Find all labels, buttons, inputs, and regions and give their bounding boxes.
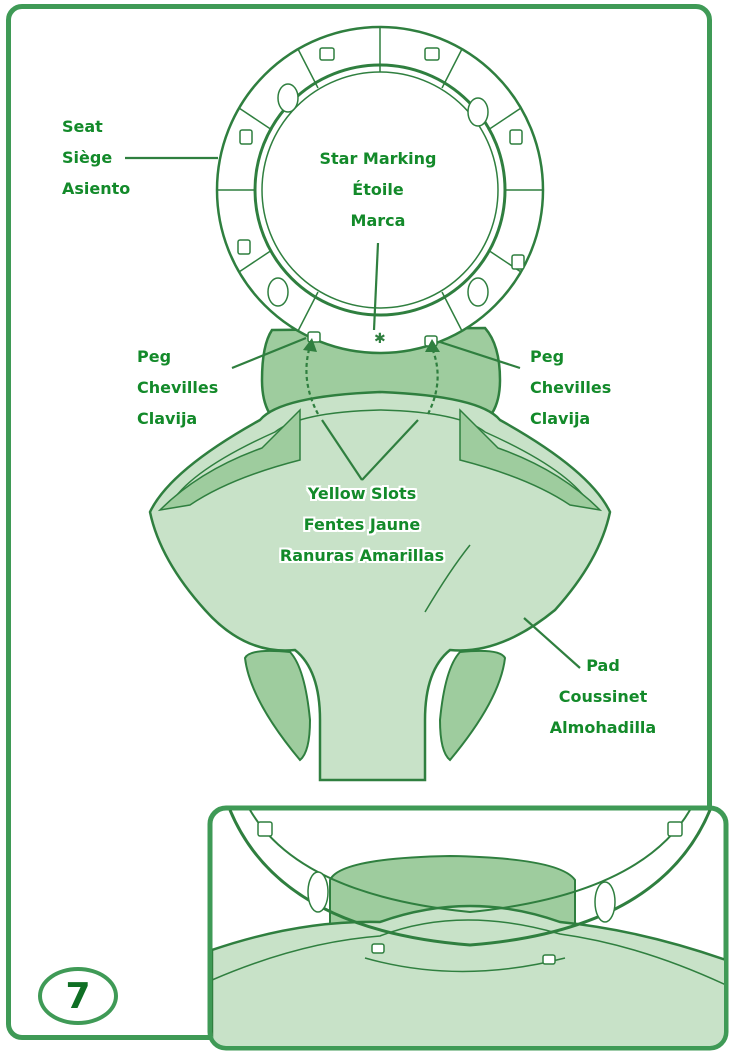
- inset-clip-left: [258, 822, 272, 836]
- pad-label-es: Almohadilla: [537, 718, 669, 738]
- star-marking-label: Star Marking Étoile Marca: [318, 149, 438, 231]
- peg-left-label-fr: Chevilles: [137, 378, 218, 398]
- leg-hole-left: [245, 651, 310, 760]
- star-marking-label-fr: Étoile: [318, 180, 438, 200]
- star-marking-icon: ✱: [374, 331, 386, 347]
- inset-knob-left: [308, 872, 328, 912]
- peg-left-label: Peg Chevilles Clavija: [137, 347, 218, 429]
- inset-panel: [210, 808, 726, 1048]
- peg-right-label-en: Peg: [530, 347, 611, 367]
- step-number: 7: [65, 976, 90, 1017]
- peg-right-label-es: Clavija: [530, 409, 611, 429]
- yellow-slots-label-fr: Fentes Jaune: [262, 515, 462, 535]
- seat-label-en: Seat: [62, 117, 130, 137]
- peg-left-label-en: Peg: [137, 347, 218, 367]
- step-number-badge: 7: [38, 967, 118, 1025]
- peg-left-shape: [308, 332, 320, 342]
- yellow-slots-label-es: Ranuras Amarillas: [262, 546, 462, 566]
- peg-left-label-es: Clavija: [137, 409, 218, 429]
- seat-label-es: Asiento: [62, 179, 130, 199]
- seat-label-fr: Siège: [62, 148, 130, 168]
- peg-right-label: Peg Chevilles Clavija: [530, 347, 611, 429]
- star-marking-label-en: Star Marking: [318, 149, 438, 169]
- inset-clip-right: [668, 822, 682, 836]
- inset-peg-right: [543, 955, 555, 964]
- pad-label-fr: Coussinet: [537, 687, 669, 707]
- pad-label: Pad Coussinet Almohadilla: [537, 656, 669, 738]
- yellow-slots-label-en: Yellow Slots: [262, 484, 462, 504]
- inset-knob-right: [595, 882, 615, 922]
- pad-label-en: Pad: [537, 656, 669, 676]
- peg-right-label-fr: Chevilles: [530, 378, 611, 398]
- star-marking-label-es: Marca: [318, 211, 438, 231]
- inset-peg-left: [372, 944, 384, 953]
- seat-label: Seat Siège Asiento: [62, 117, 130, 199]
- leg-hole-right: [440, 651, 505, 760]
- yellow-slots-label: Yellow Slots Fentes Jaune Ranuras Amaril…: [262, 484, 462, 566]
